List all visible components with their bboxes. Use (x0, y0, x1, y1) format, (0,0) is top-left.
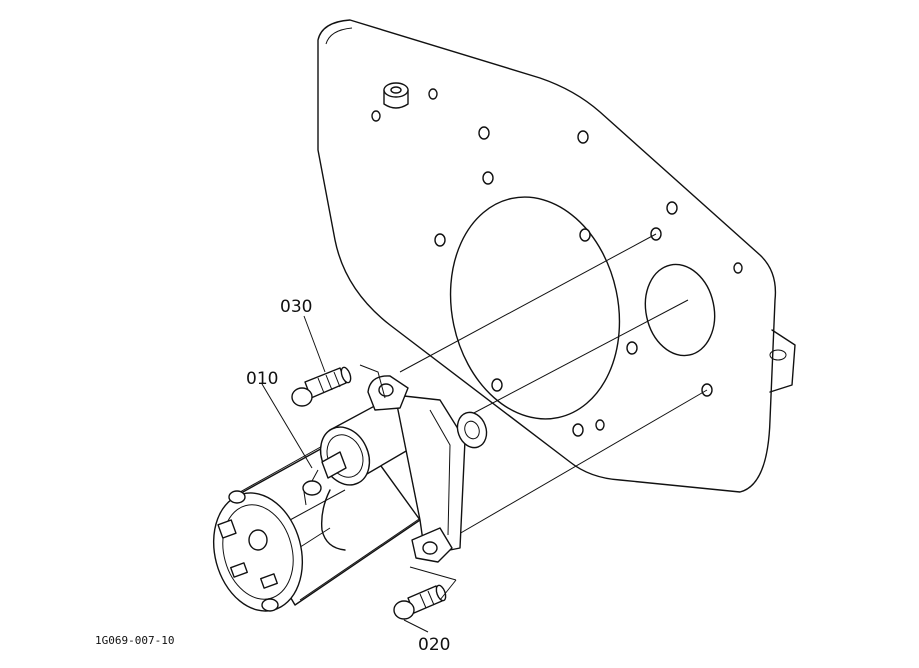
plate-stud (383, 82, 409, 109)
figure-code: 1G069-007-10 (95, 634, 174, 647)
callout-030: 030 (280, 297, 312, 317)
callout-020: 020 (418, 635, 450, 655)
bolt-upper (291, 366, 352, 407)
alignment-lines (399, 233, 708, 546)
bolt-lower (393, 584, 447, 620)
callout-010: 010 (246, 369, 278, 389)
lower-flange-ear (411, 527, 453, 563)
starter-motor (212, 364, 488, 612)
plate-holes (371, 88, 743, 437)
solenoid-terminal (302, 451, 347, 506)
leader-lines (261, 315, 457, 633)
mounting-plate (317, 19, 796, 493)
upper-flange-ear (367, 375, 409, 411)
